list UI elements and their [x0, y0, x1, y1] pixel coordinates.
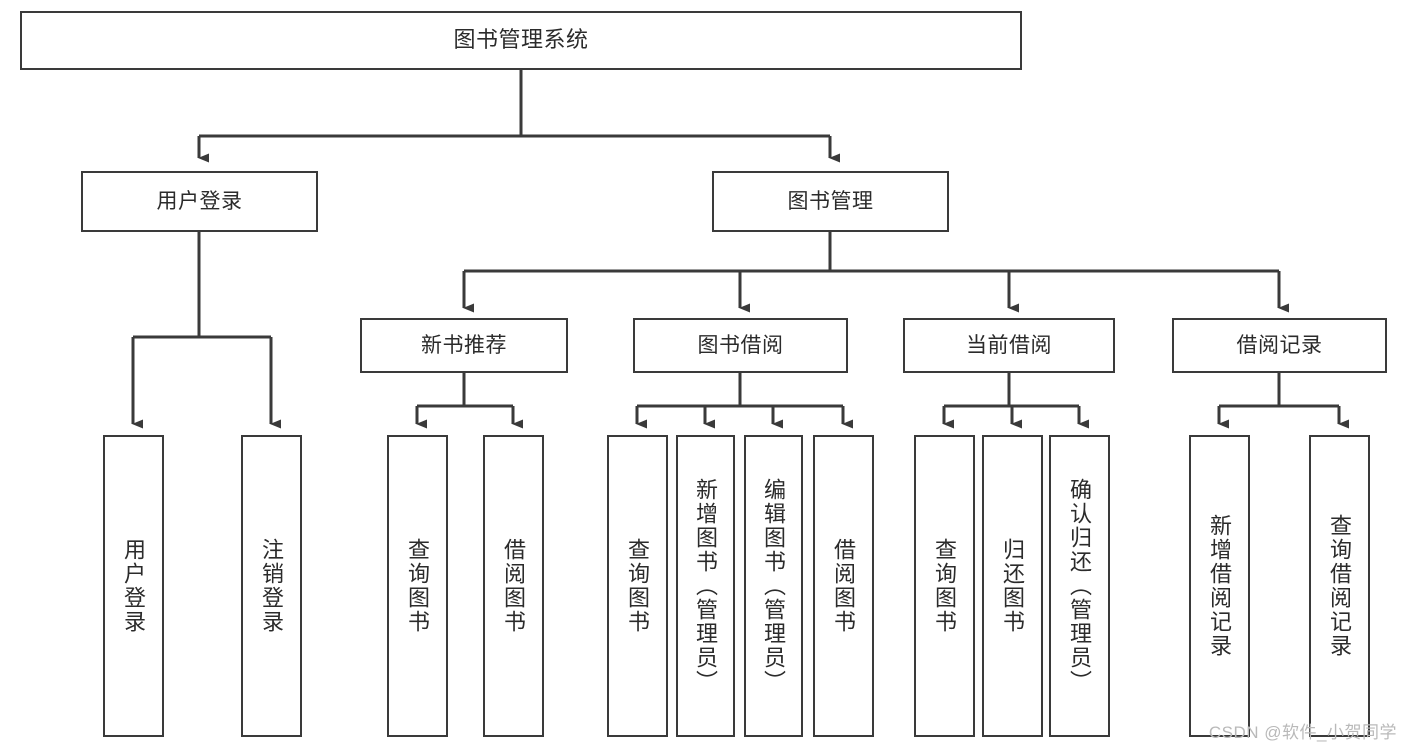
node-label: 查询图书 — [405, 538, 431, 634]
node-label: 新增图书（管理员） — [693, 478, 719, 694]
node-label: 新增借阅记录 — [1207, 514, 1233, 658]
node-label: 新书推荐 — [421, 333, 507, 357]
node-new-book-rec[interactable]: 新书推荐 — [360, 318, 568, 373]
node-leaf-add-record[interactable]: 新增借阅记录 — [1189, 435, 1250, 737]
node-book-borrow[interactable]: 图书借阅 — [633, 318, 848, 373]
node-label: 图书借阅 — [697, 333, 784, 357]
node-leaf-query-book-2[interactable]: 查询图书 — [607, 435, 668, 737]
node-leaf-query-book-1[interactable]: 查询图书 — [387, 435, 448, 737]
node-leaf-return-book[interactable]: 归还图书 — [982, 435, 1043, 737]
node-leaf-logout-login[interactable]: 注销登录 — [241, 435, 302, 737]
node-label: 借阅图书 — [501, 538, 527, 634]
node-label: 图书管理 — [787, 189, 874, 213]
node-borrow-record[interactable]: 借阅记录 — [1172, 318, 1387, 373]
node-user-login[interactable]: 用户登录 — [81, 171, 318, 232]
node-label: 查询图书 — [625, 538, 651, 634]
node-label: 确认归还（管理员） — [1067, 478, 1093, 694]
node-leaf-borrow-book-1[interactable]: 借阅图书 — [483, 435, 544, 737]
node-label: 当前借阅 — [966, 333, 1052, 357]
node-label: 编辑图书（管理员） — [761, 478, 787, 694]
node-label: 借阅图书 — [831, 538, 857, 634]
node-root-system[interactable]: 图书管理系统 — [20, 11, 1022, 70]
node-label: 查询借阅记录 — [1327, 514, 1353, 658]
node-leaf-user-login[interactable]: 用户登录 — [103, 435, 164, 737]
node-leaf-edit-book[interactable]: 编辑图书（管理员） — [744, 435, 803, 737]
node-leaf-query-book-3[interactable]: 查询图书 — [914, 435, 975, 737]
node-current-borrow[interactable]: 当前借阅 — [903, 318, 1115, 373]
csdn-watermark: CSDN @软件_小贺同学 — [1208, 723, 1397, 742]
node-label: 用户登录 — [156, 189, 243, 213]
node-label: 查询图书 — [932, 538, 958, 634]
node-leaf-confirm-return[interactable]: 确认归还（管理员） — [1049, 435, 1110, 737]
node-label: 图书管理系统 — [453, 27, 589, 53]
node-book-manage[interactable]: 图书管理 — [712, 171, 949, 232]
node-label: 用户登录 — [121, 538, 147, 634]
node-leaf-add-book[interactable]: 新增图书（管理员） — [676, 435, 735, 737]
node-leaf-query-record[interactable]: 查询借阅记录 — [1309, 435, 1370, 737]
node-label: 借阅记录 — [1236, 333, 1323, 357]
node-leaf-borrow-book-2[interactable]: 借阅图书 — [813, 435, 874, 737]
node-label: 归还图书 — [1000, 538, 1026, 634]
node-label: 注销登录 — [259, 538, 285, 634]
